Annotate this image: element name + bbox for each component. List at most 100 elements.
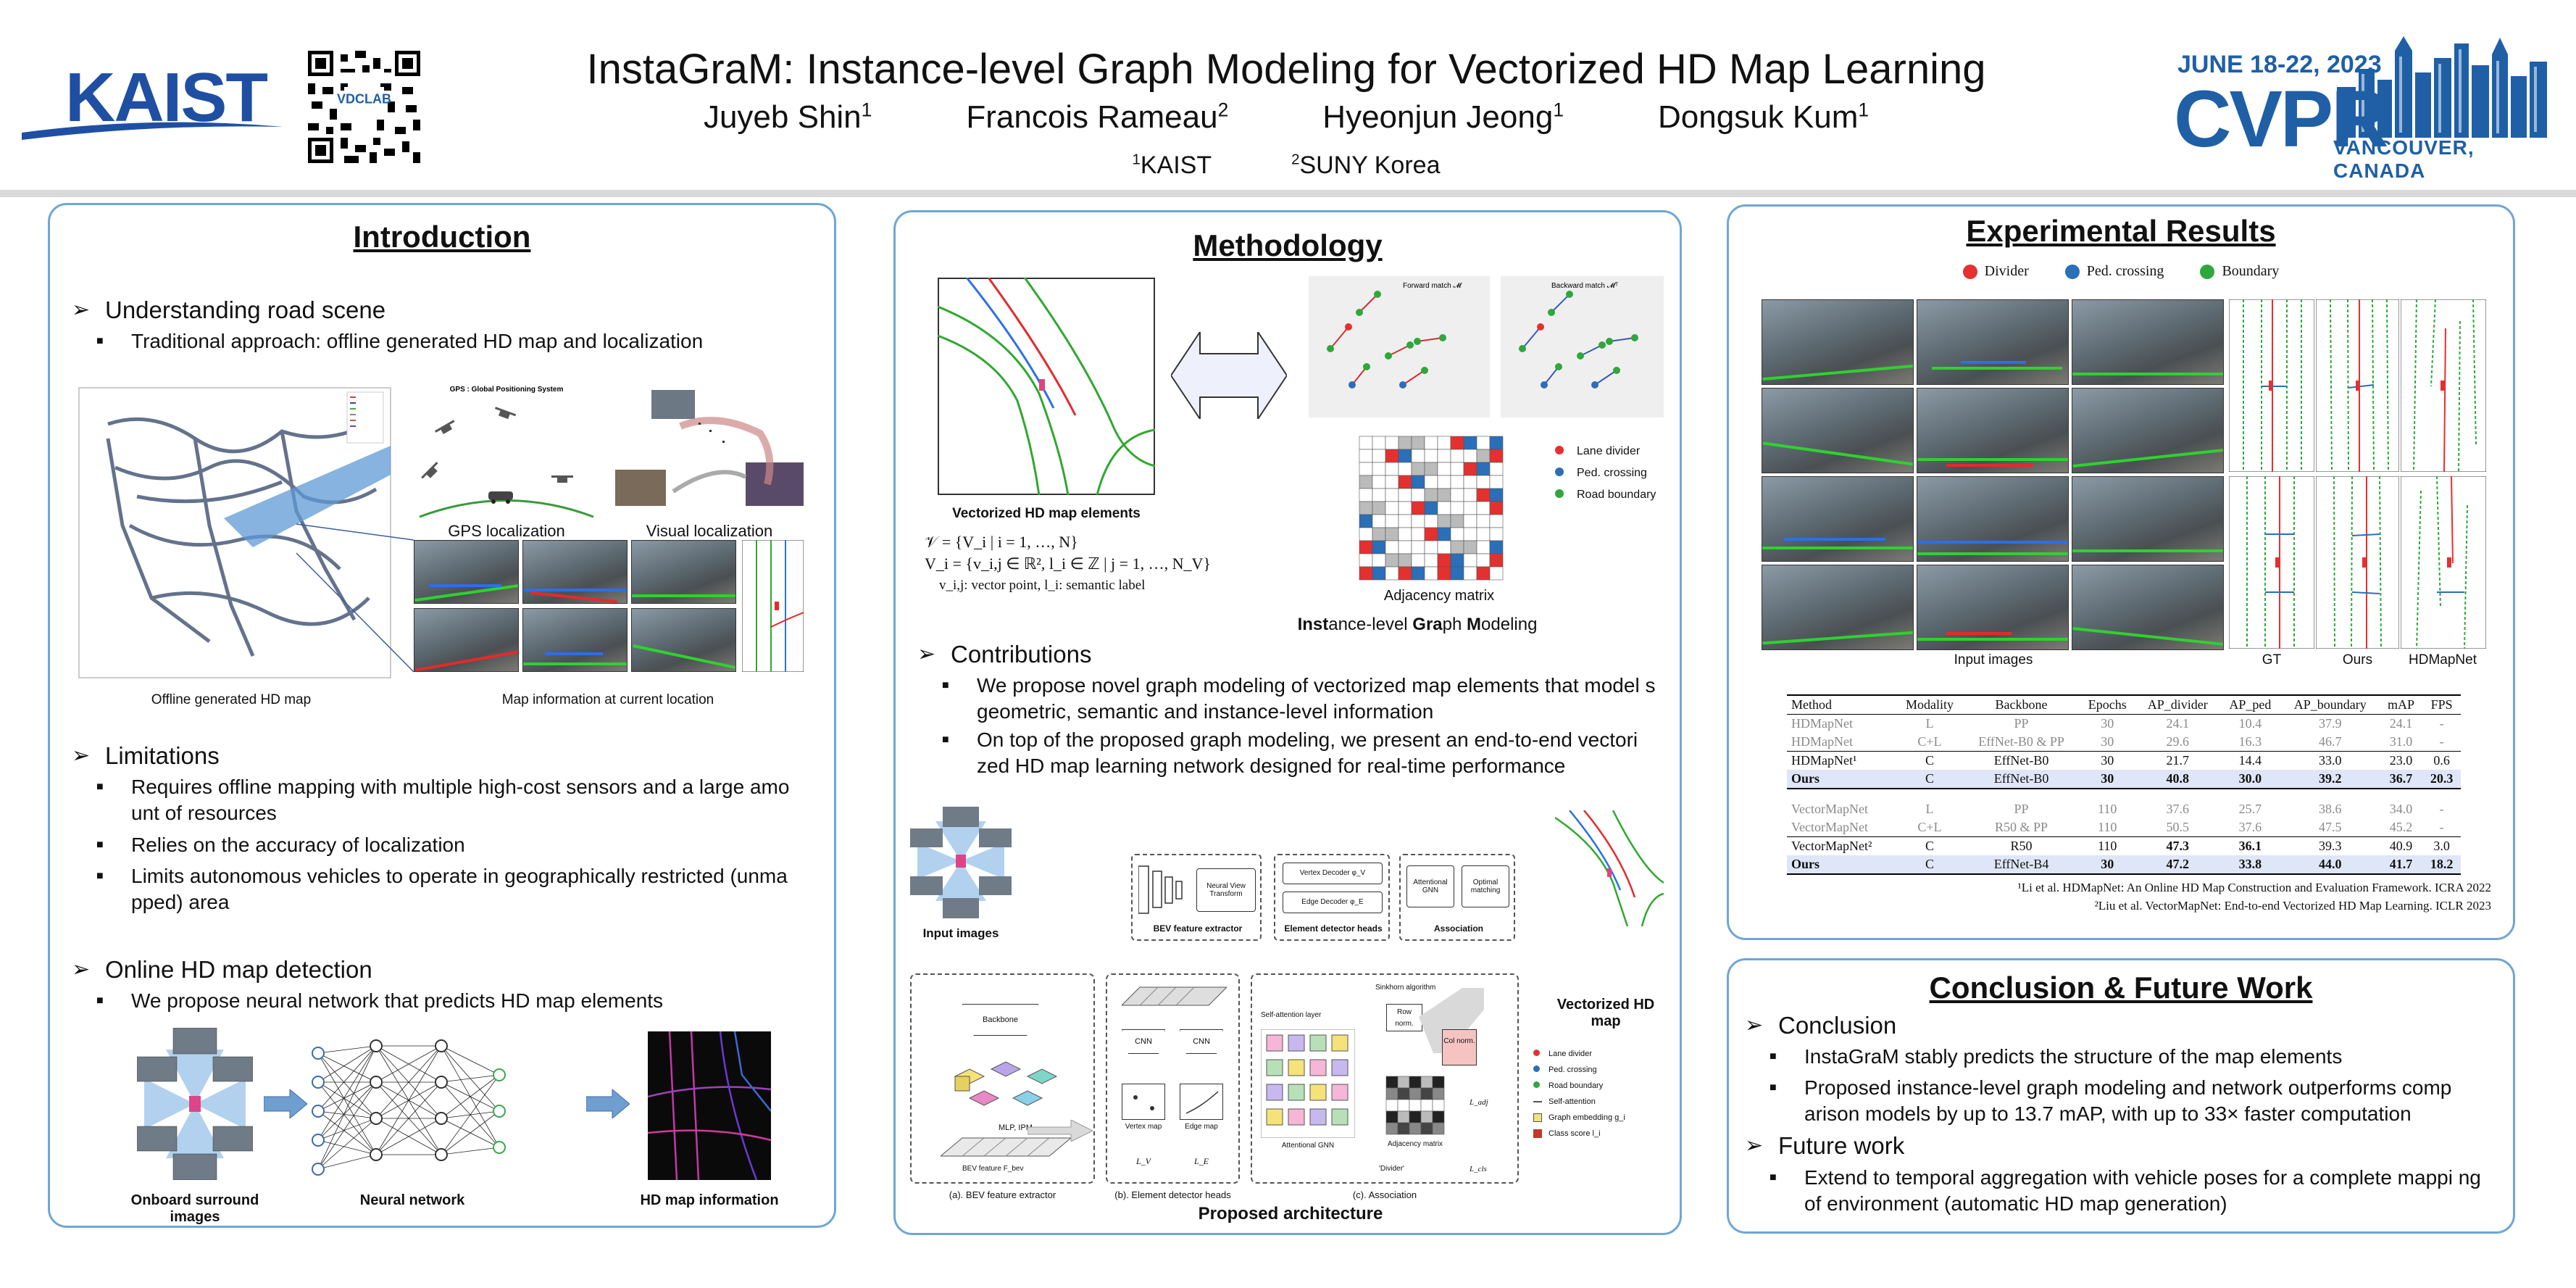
matrix-cell [1359,553,1373,568]
matrix-cell [1437,436,1451,450]
matrix-cell [1489,488,1504,502]
matrix-cell [1489,566,1504,581]
camera-image [522,608,628,672]
matrix-cell [1489,540,1504,554]
equation: v_i,j: vector point, l_i: semantic label [939,578,1146,593]
square-bullet-icon: ■ [1770,1171,1777,1184]
matrix-cell [1424,475,1438,489]
matrix-cell [1385,1087,1399,1100]
table-cell: L [1925,716,1934,731]
camera-image [2072,565,2224,650]
conclusion-bullet: ■Proposed instance-level graph modeling … [1770,1076,2452,1125]
matrix-cell [1424,501,1438,515]
matrix-cell [1450,553,1464,568]
gps-localization-caption: GPS localization [448,522,565,540]
matrix-cell [1424,566,1438,581]
table-cell: PP [2014,802,2029,816]
vancouver-skyline-icon [2337,36,2547,138]
instagram-caption: Instance-level Graph Modeling [1297,615,1538,634]
matrix-cell [1463,540,1477,554]
qr-code-icon: VDCLAB [308,51,420,163]
matrix-cell [1476,462,1491,476]
results-title: Experimental Results [1966,214,2276,248]
affiliation-list: 1KAIST 2SUNY Korea [507,144,2065,187]
column-header: Modality [1905,697,1954,712]
author: Francois Rameau2 [966,99,1229,135]
bev-feature-label: BEV feature F_bev [962,1165,1024,1173]
ours-map-row1 [2316,299,2399,472]
matrix-cell [1432,1110,1445,1123]
matrix-cell [1359,527,1373,541]
matrix-cell [1398,540,1412,554]
conclusion-heading: ➢Conclusion [1745,1012,1897,1039]
fig-caption-gt: GT [2262,652,2282,668]
matrix-cell [1432,1087,1445,1100]
col-norm-block: Col norm. [1442,1029,1477,1065]
matrix-cell [1359,501,1373,515]
graph-definition-equations: 𝒱 = {V_i | i = 1, …, N} V_i = {v_i,j ∈ ℝ… [925,531,1211,597]
matrix-cell [1398,566,1412,581]
matrix-cell [1463,566,1477,581]
matrix-cell [1359,566,1373,581]
matrix-cell [1398,488,1412,502]
vectorized-map-caption: Vectorized HD map elements [952,506,1141,521]
matrix-cell [1476,475,1491,489]
table-cell: - [2439,716,2444,731]
table-cell: 24.1 [2389,716,2413,731]
camera-image [631,540,736,604]
table-cell: 30 [2101,753,2114,768]
intro-section-road-scene: ➢Understanding road scene [72,296,386,323]
table-cell: - [2439,734,2444,749]
matrix-cell [1397,1076,1410,1089]
vectorized-hd-map-label: Vectorized HD map [1556,997,1655,1029]
adjacency-matrix-figure [1359,436,1504,581]
table-cell: 31.0 [2389,734,2413,749]
matrix-cell [1409,1076,1422,1089]
matrix-cell [1489,553,1504,568]
equation: 𝒱 = {V_i | i = 1, …, N} [925,533,1078,551]
matrix-cell [1437,488,1451,502]
table-cell: 33.0 [2319,753,2342,768]
matrix-cell [1409,1087,1422,1100]
table-cell: 33.8 [2219,855,2281,874]
matrix-cell [1398,462,1412,476]
visual-localization-figure [615,390,804,506]
matrix-cell [1397,1099,1410,1112]
author-list: Juyeb Shin1 Francois Rameau2 Hyeonjun Je… [507,96,2065,139]
matrix-cell [1463,462,1477,476]
conclusion-panel: Conclusion & Future Work ➢Conclusion ■In… [1727,958,2515,1234]
title-block: InstaGraM: Instance-level Graph Modeling… [507,43,2065,187]
input-images-label: Input images [922,926,999,940]
table-cell: Ours [1787,770,1896,789]
matrix-cell [1463,449,1477,463]
camera-image [1762,476,1914,562]
table-cell: 24.1 [2166,716,2190,731]
matrix-cell [1359,462,1373,476]
detector-heads-box: Vertex Decoder φ_V Edge Decoder φ_E Elem… [1274,854,1390,941]
cvpr-city: VANCOUVER, CANADA [2333,136,2475,182]
experimental-results-panel: Experimental Results Divider Ped. crossi… [1727,204,2515,940]
matrix-cell [1385,501,1399,515]
matrix-cell [1398,501,1412,515]
double-arrow-icon [1171,332,1287,419]
zoom-lines [296,523,414,673]
camera-image [414,608,519,672]
matrix-cell [1411,501,1425,515]
sub-caption-c: (c). Association [1352,1189,1417,1200]
matrix-cell [1411,462,1425,476]
matrix-cell [1411,566,1425,581]
methodology-panel: Methodology Vectorized HD map elements 𝒱… [893,210,1682,1235]
header-divider [0,190,2576,197]
arrow-icon [1028,1120,1093,1142]
legend-item: Boundary [2200,263,2279,280]
attn-gnn-block: Attentional GNN [1406,865,1454,907]
matrix-cell [1411,488,1425,502]
arrow-bullet-icon: ➢ [917,642,936,666]
camera-image [1762,388,1914,473]
paper-title: InstaGraM: Instance-level Graph Modeling… [586,46,1986,93]
svg-text:VDCLAB: VDCLAB [337,92,391,107]
legend-item: Road boundary [1533,1078,1625,1094]
matrix-cell [1385,540,1399,554]
table-cell: 34.0 [2389,802,2413,816]
